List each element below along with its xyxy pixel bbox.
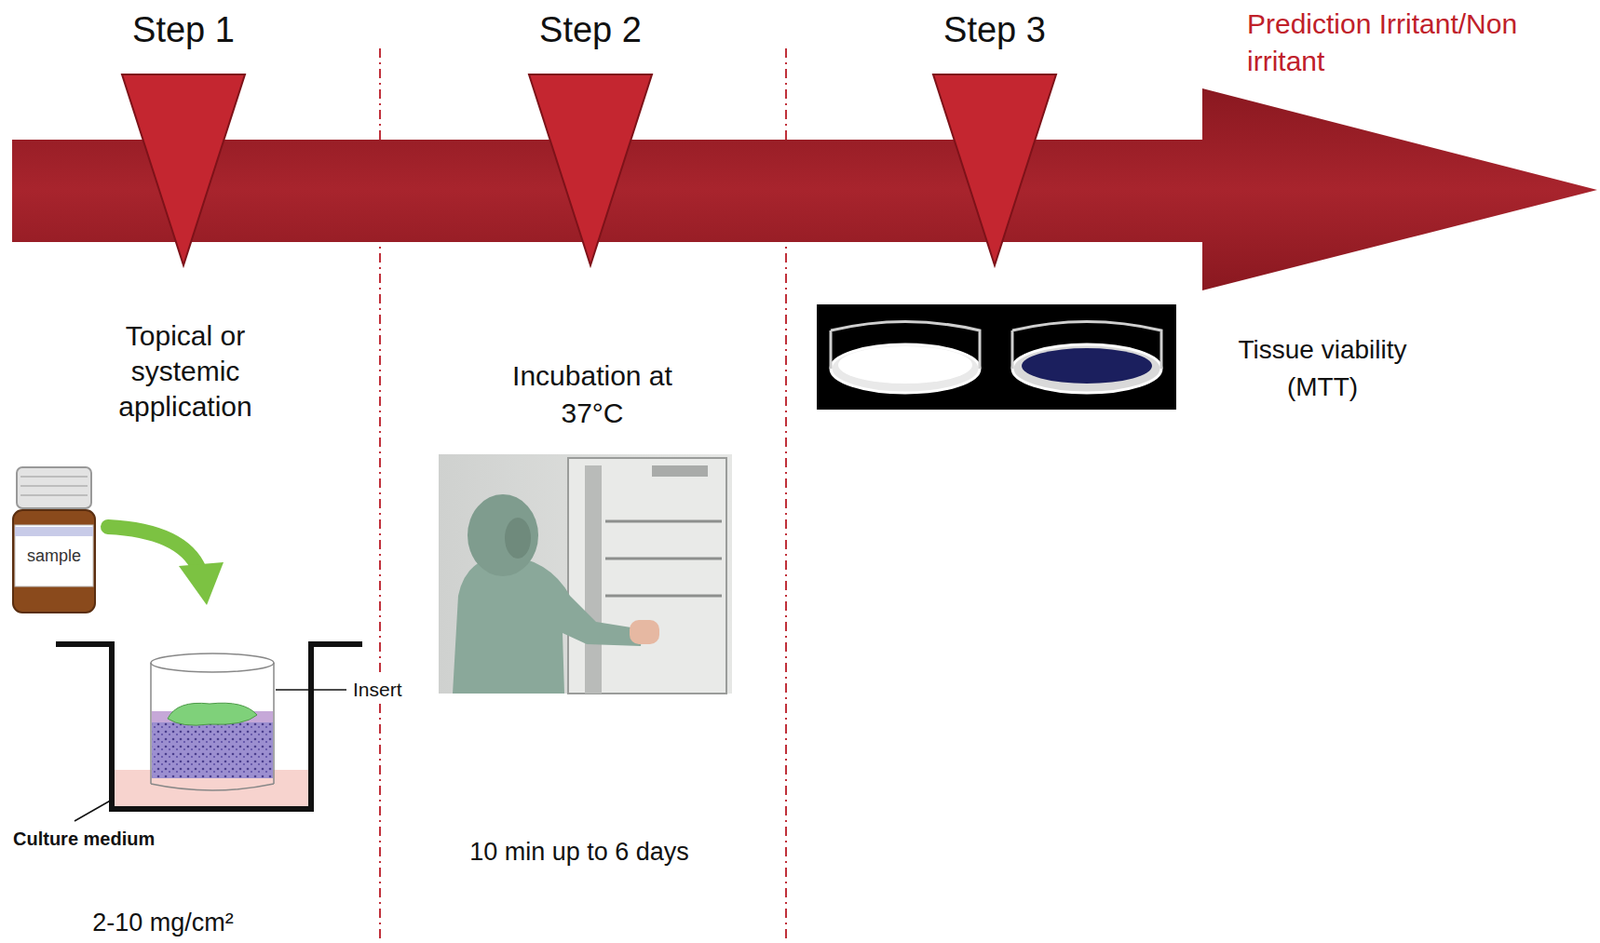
part-label: Culture medium [13, 827, 200, 852]
step-label: Step 3 [914, 7, 1075, 53]
step-description: Incubation at 37°C [480, 357, 705, 433]
part-label: Insert [350, 677, 406, 704]
sample-bottle [13, 467, 95, 613]
text-wrap: Prediction Irritant/Non irritant [1247, 5, 1527, 81]
step-label: Step 1 [103, 7, 264, 53]
dose-label: 2-10 mg/cm² [60, 908, 266, 937]
step-marker: Step 2 [510, 0, 671, 271]
mtt-dishes [816, 304, 1177, 410]
process-arrow: Prediction Irritant/Non irritant [0, 0, 1600, 299]
step-marker: Step 3 [914, 0, 1075, 271]
step-marker: Step 1 [103, 0, 264, 271]
incubator-photo [438, 454, 733, 694]
prediction-label: Prediction Irritant/Non irritant [1247, 5, 1527, 81]
text-wrap: Step 3 [914, 7, 1075, 53]
arrow-body [12, 88, 1598, 291]
culture-well [55, 644, 363, 822]
step-label: Step 2 [510, 7, 671, 53]
text-wrap: sample [15, 545, 93, 567]
text-wrap: Incubation at 37°C [480, 357, 705, 433]
text-wrap: 10 min up to 6 days [439, 836, 719, 868]
text-wrap: Insert [350, 677, 425, 704]
text-wrap: 2-10 mg/cm² [60, 908, 266, 937]
step-description: Topical or systemic application [87, 318, 284, 425]
text-wrap: Step 2 [510, 7, 671, 53]
text-wrap: Step 1 [103, 7, 264, 53]
arrow-shape [0, 0, 1600, 299]
text-wrap: Culture medium [13, 827, 200, 852]
result-label: Tissue viability (MTT) [1206, 331, 1439, 407]
text-wrap: Tissue viability (MTT) [1206, 331, 1439, 407]
text-wrap: Topical or systemic application [87, 318, 284, 425]
leader-line [74, 799, 114, 822]
bottle-label: sample [15, 545, 93, 567]
leader-line [275, 689, 347, 692]
duration-label: 10 min up to 6 days [439, 836, 719, 868]
application-arrow [108, 527, 224, 606]
